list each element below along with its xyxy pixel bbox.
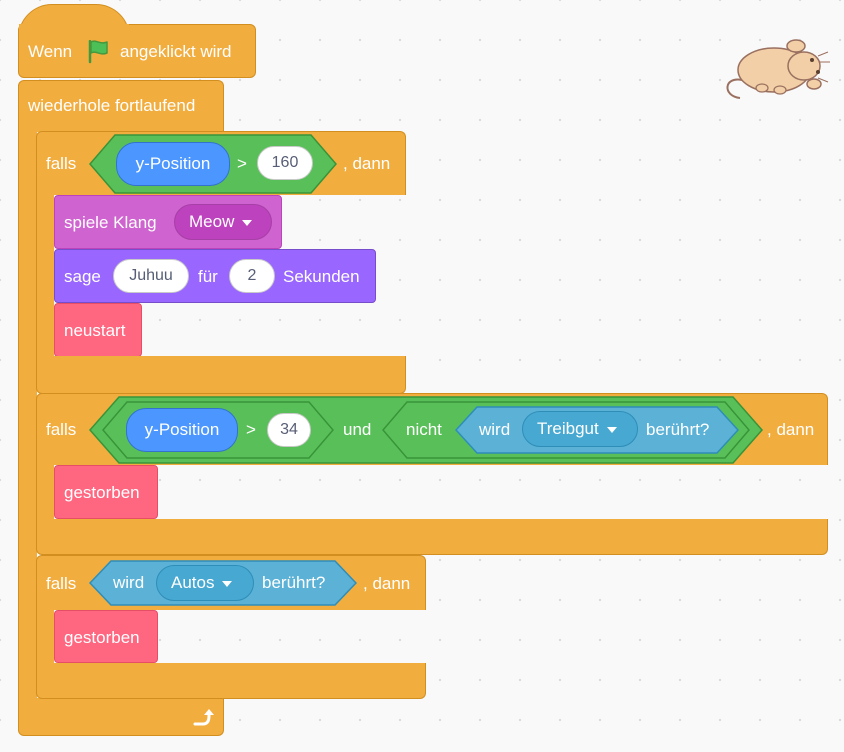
chevron-down-icon	[222, 580, 233, 587]
when-flag-clicked-block[interactable]: Wenn angeklickt wird	[18, 24, 256, 78]
hat-when-label: Wenn	[28, 42, 73, 61]
forever-loop-block[interactable]: wiederhole fortlaufend	[18, 80, 224, 132]
loop-arrow-icon	[191, 706, 215, 733]
sound-dropdown[interactable]: Meow	[174, 204, 272, 240]
hat-clicked-label: angeklickt wird	[120, 42, 232, 61]
if2-y-position-reporter[interactable]: y-Position	[126, 408, 238, 452]
if3-target-value: Autos	[171, 573, 215, 592]
if3-touched-label: berührt?	[262, 573, 326, 592]
if1-operator-symbol: >	[237, 154, 247, 173]
hat-seam-cover	[19, 24, 129, 40]
say-for-secs-block[interactable]: sage Juhuu für 2 Sekunden	[54, 249, 376, 303]
sound-dropdown-value: Meow	[189, 212, 235, 231]
say-unit-label: Sekunden	[283, 267, 360, 286]
died-block-1[interactable]: gestorben	[54, 465, 158, 519]
mouse-sprite-icon	[726, 39, 830, 99]
if2-falls-label: falls	[46, 420, 77, 439]
if1-bottom	[36, 356, 406, 394]
if1-falls-label: falls	[46, 154, 77, 173]
if2-arm	[36, 464, 54, 520]
if1-y-position-reporter[interactable]: y-Position	[116, 142, 230, 186]
if3-falls-label: falls	[46, 574, 77, 593]
if2-dann-label: , dann	[767, 420, 815, 439]
if2-target-value: Treibgut	[537, 419, 599, 438]
if2-bottom	[36, 519, 828, 555]
chevron-down-icon	[242, 219, 253, 226]
play-sound-block[interactable]: spiele Klang Meow	[54, 195, 282, 249]
died-label-2: gestorben	[64, 628, 140, 647]
green-flag-icon	[85, 38, 111, 69]
chevron-down-icon	[606, 426, 617, 433]
if2-operator-symbol: >	[246, 420, 256, 439]
if2-not-label: nicht	[406, 420, 442, 439]
restart-label: neustart	[64, 321, 126, 340]
if3-bottom	[36, 663, 426, 699]
forever-loop-bottom	[18, 698, 224, 736]
if2-value-input[interactable]: 34	[267, 413, 311, 447]
if2-target-dropdown[interactable]: Treibgut	[522, 411, 638, 447]
say-secs-input[interactable]: 2	[229, 259, 275, 293]
died-label-1: gestorben	[64, 483, 140, 502]
forever-label: wiederhole fortlaufend	[28, 96, 196, 115]
forever-loop-arm	[18, 131, 37, 701]
if3-touching-label: wird	[113, 573, 145, 592]
if1-value-input[interactable]: 160	[257, 146, 313, 180]
sprite-thumbnail	[722, 32, 830, 106]
if2-touched-label: berührt?	[646, 420, 710, 439]
if3-target-dropdown[interactable]: Autos	[156, 565, 254, 601]
if3-arm	[36, 609, 54, 664]
if2-touching-label: wird	[479, 420, 511, 439]
say-text-input[interactable]: Juhuu	[113, 259, 189, 293]
say-for-label: für	[198, 267, 218, 286]
if1-arm	[36, 194, 54, 357]
died-block-2[interactable]: gestorben	[54, 610, 158, 663]
if2-and-label: und	[343, 420, 372, 439]
restart-block[interactable]: neustart	[54, 303, 142, 357]
if3-dann-label: , dann	[363, 574, 411, 593]
say-label: sage	[64, 267, 101, 286]
if1-dann-label: , dann	[343, 154, 391, 173]
play-sound-label: spiele Klang	[64, 213, 157, 232]
